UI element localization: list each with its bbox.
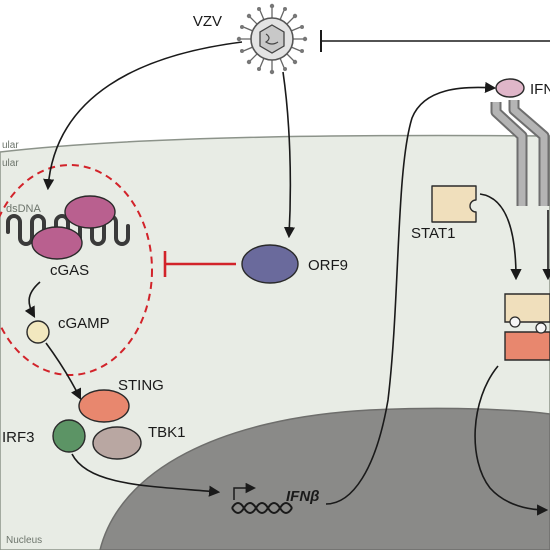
stat-complex	[504, 293, 550, 361]
ifn-receptor	[490, 100, 550, 206]
extracellular-label: ular	[2, 140, 19, 151]
sting-label: STING	[118, 377, 164, 394]
vzv-virus-icon	[236, 3, 308, 75]
cgas-to-cgamp-arrow	[24, 281, 41, 318]
cgamp-label: cGAMP	[58, 315, 110, 332]
vzv-to-dsdna-arrow	[43, 41, 243, 191]
vzv-label: VZV	[193, 13, 222, 30]
dsdna-label: dsDNA	[6, 203, 42, 215]
cgamp-to-sting-arrow	[45, 342, 82, 401]
cgas-subunit-upper	[64, 195, 116, 229]
cgas-sensing-region	[0, 164, 153, 376]
irf3-label: IRF3	[2, 429, 35, 446]
orf9-protein	[241, 244, 299, 284]
tbk1-label: TBK1	[148, 424, 186, 441]
irf3-protein	[52, 419, 86, 453]
orf9-label: ORF9	[308, 257, 348, 274]
cgas-label: cGAS	[50, 262, 89, 279]
ifn-ligand	[495, 78, 525, 98]
ifnb-label: IFNβ	[286, 488, 319, 505]
sting-protein	[78, 389, 130, 423]
stat1-label: STAT1	[411, 225, 455, 242]
cgas-subunit-lower	[31, 226, 83, 260]
ifn-label: IFN	[530, 81, 550, 98]
complex-to-nucleus-arrow	[474, 365, 549, 516]
stat1-protein	[431, 185, 477, 223]
vzv-to-orf9-arrow	[282, 71, 296, 239]
ifnb-secretion-arrow	[325, 81, 497, 505]
cgamp-molecule	[26, 320, 50, 344]
irf3-to-ifnb-arrow	[71, 453, 221, 497]
nucleus-label: Nucleus	[6, 535, 42, 546]
intracellular-label: ular	[2, 158, 19, 169]
ifnb-gene	[231, 482, 293, 514]
stat1-to-complex-arrow	[479, 193, 522, 281]
tbk1-protein	[92, 426, 142, 460]
nucleus	[99, 407, 550, 550]
